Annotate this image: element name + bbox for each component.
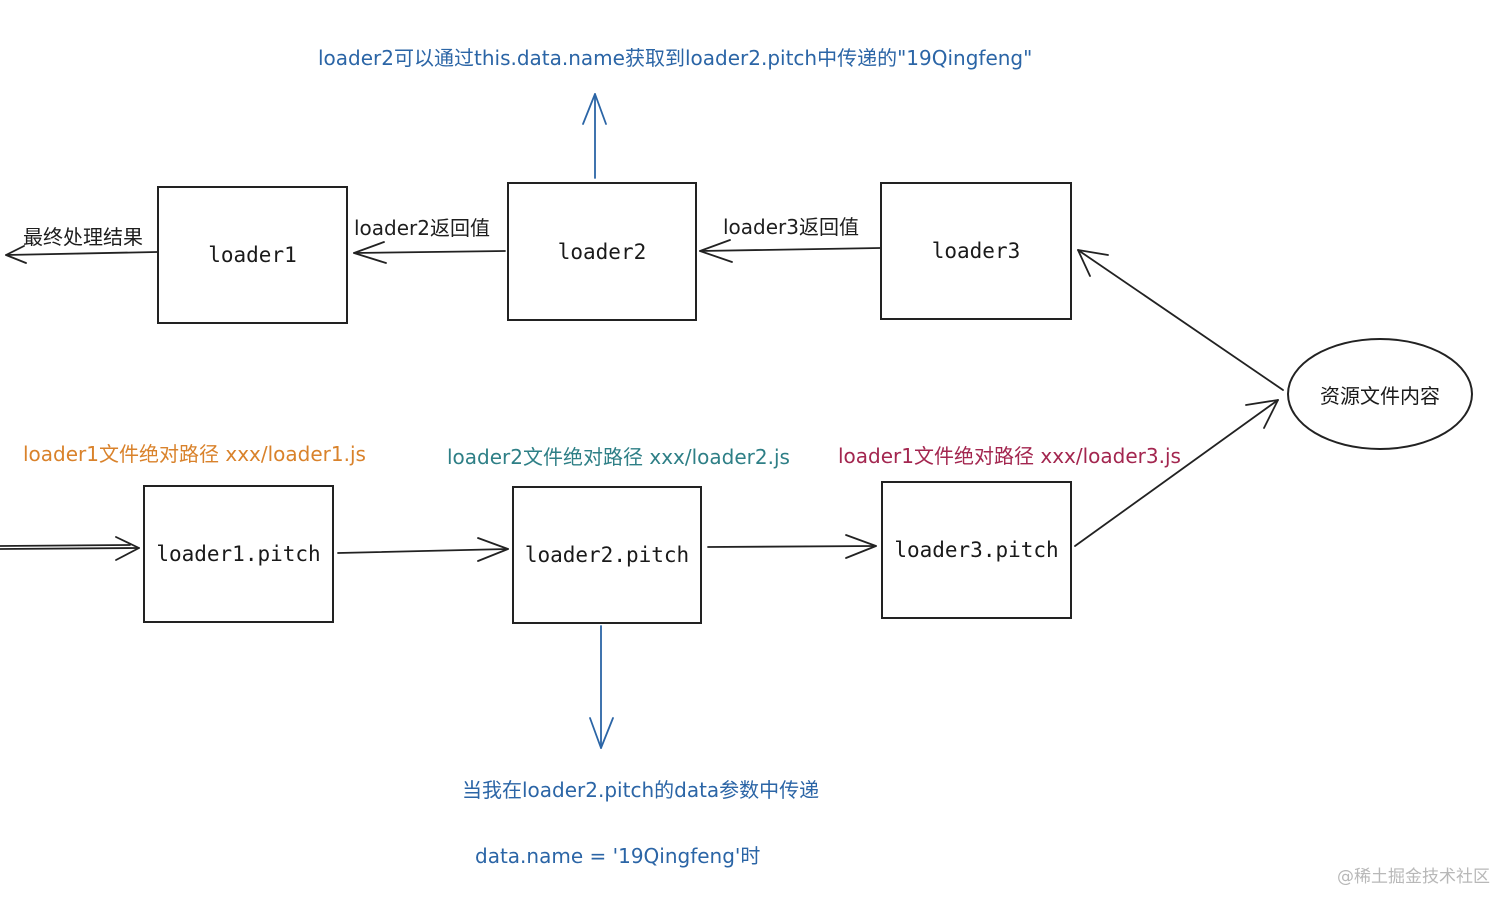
resource-label: 资源文件内容 bbox=[1320, 383, 1440, 408]
resource-ellipse: 资源文件内容 bbox=[1287, 338, 1473, 450]
loader3-label: loader3 bbox=[931, 239, 1021, 263]
loader2-pitch-label: loader2.pitch bbox=[524, 543, 690, 567]
loader2-path-label: loader2文件绝对路径 xxx/loader2.js bbox=[447, 445, 790, 469]
loader1-label: loader1 bbox=[208, 243, 297, 267]
loader1-pitch-label: loader1.pitch bbox=[156, 542, 321, 566]
loader1-path-label: loader1文件绝对路径 xxx/loader1.js bbox=[23, 442, 366, 466]
bottom-note-line2: data.name = '19Qingfeng'时 bbox=[475, 844, 761, 868]
watermark: @稀土掘金技术社区 bbox=[1337, 867, 1490, 887]
loader2-label: loader2 bbox=[557, 239, 647, 264]
loader1-box: loader1 bbox=[157, 186, 348, 324]
top-note: loader2可以通过this.data.name获取到loader2.pitc… bbox=[318, 46, 1033, 70]
final-result-label: 最终处理结果 bbox=[23, 225, 143, 249]
loader3-box: loader3 bbox=[880, 182, 1072, 320]
loader3-pitch-label: loader3.pitch bbox=[894, 538, 1059, 562]
bottom-note-line1: 当我在loader2.pitch的data参数中传递 bbox=[462, 778, 820, 802]
loader3-return-label: loader3返回值 bbox=[723, 215, 859, 239]
loader3-pitch-box: loader3.pitch bbox=[881, 481, 1072, 619]
loader2-box: loader2 bbox=[507, 182, 697, 321]
loader2-pitch-box: loader2.pitch bbox=[512, 486, 702, 624]
loader2-return-label: loader2返回值 bbox=[354, 216, 490, 240]
loader3-path-label: loader1文件绝对路径 xxx/loader3.js bbox=[838, 444, 1181, 468]
loader1-pitch-box: loader1.pitch bbox=[143, 485, 334, 623]
